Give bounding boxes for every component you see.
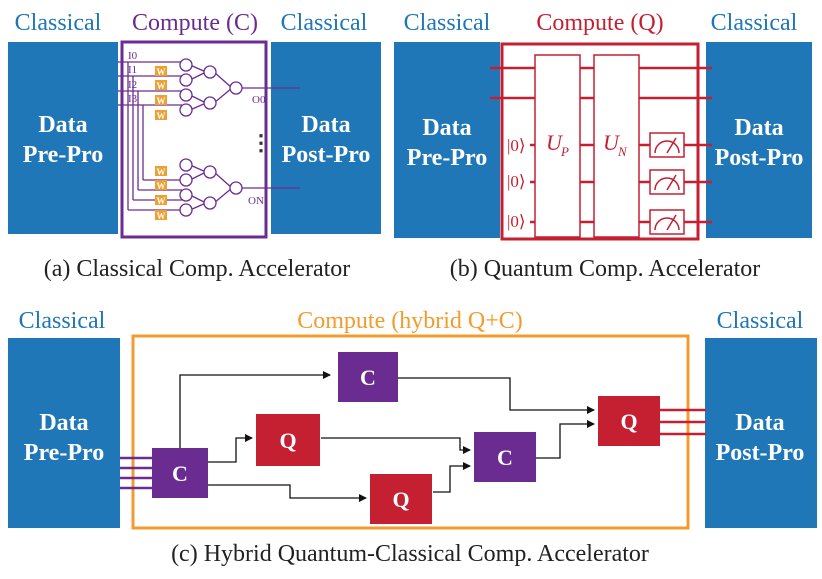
panel-a-postprocess-block [271, 42, 381, 234]
input-label-i2: I2 [128, 79, 137, 91]
input-label-i0: I0 [128, 50, 138, 62]
weight-box [155, 95, 167, 105]
gate-up [534, 54, 581, 238]
panel-c-post-line2: Post-Pro [716, 440, 805, 466]
output-label-on: ON [248, 195, 264, 207]
panel-c: Classical Compute (hybrid Q+C) Classical… [8, 308, 817, 567]
meter-icon [649, 169, 685, 195]
output-bundle [660, 408, 706, 436]
panel-c-postprocess-block [705, 338, 817, 528]
weight-label: W [157, 211, 166, 221]
weight-box [155, 180, 167, 190]
gate-un-subscript: N [617, 144, 628, 159]
q-node-lower-label: Q [392, 487, 409, 512]
weight-box [155, 210, 167, 220]
c-node-input [152, 448, 208, 498]
weight-box [155, 110, 167, 120]
output-label-o0: O0 [252, 94, 266, 106]
panel-c-preprocess-block [8, 338, 120, 528]
panel-a: Classical Compute (C) Classical Data Pre… [8, 10, 381, 282]
panel-a-right-header: Classical [281, 10, 368, 36]
panel-c-left-header: Classical [19, 308, 106, 334]
q-node-lower [370, 474, 432, 524]
input-label-i1: I1 [128, 64, 137, 76]
panel-b-caption: (b) Quantum Comp. Accelerator [450, 256, 761, 282]
panel-b: Classical Compute (Q) Classical Data Pre… [394, 10, 812, 282]
c-node-input-label: C [172, 461, 188, 486]
dataflow-arrows [179, 371, 595, 502]
c-node-top [338, 352, 398, 402]
ket-0-b: |0⟩ [507, 172, 526, 191]
panel-a-compute-header: Compute (C) [132, 10, 258, 36]
meter-icon [649, 132, 685, 158]
q-node-output-label: Q [620, 409, 637, 434]
panel-c-pre-line1: Data [39, 410, 88, 436]
measurement-icons [649, 132, 685, 235]
panel-a-post-line2: Post-Pro [282, 142, 371, 168]
weight-box [155, 80, 167, 90]
weight-box [155, 66, 167, 76]
panel-c-pre-line2: Pre-Pro [24, 440, 104, 466]
panel-b-postprocess-block [706, 42, 812, 238]
weight-label: W [157, 96, 166, 106]
panel-a-pre-line1: Data [38, 112, 87, 138]
q-node-output [598, 396, 660, 446]
panel-a-left-header: Classical [15, 10, 102, 36]
panel-c-post-line1: Data [735, 410, 784, 436]
panel-a-wiring [118, 61, 300, 211]
panel-c-compute-header: Compute (hybrid Q+C) [297, 308, 523, 334]
panel-b-compute-box [500, 42, 700, 241]
panel-b-compute-header: Compute (Q) [536, 10, 663, 36]
weight-box [155, 195, 167, 205]
panel-b-pre-line1: Data [422, 115, 471, 141]
panel-a-compute-box [120, 40, 268, 239]
ket-0-c: |0⟩ [507, 212, 526, 231]
weight-label: W [157, 196, 166, 206]
gate-up-label: U [546, 130, 564, 155]
q-node-middle [256, 414, 320, 466]
meter-icon [649, 209, 685, 235]
panel-a-caption: (a) Classical Comp. Accelerator [44, 256, 351, 282]
multiplier-nodes [179, 58, 243, 217]
panel-b-right-header: Classical [711, 10, 798, 36]
gate-un-label: U [603, 130, 621, 155]
panel-a-pre-line2: Pre-Pro [23, 142, 103, 168]
weight-label: W [157, 81, 166, 91]
panel-b-preprocess-block [394, 42, 500, 238]
panel-b-left-header: Classical [404, 10, 491, 36]
ellipsis: ⋮ [250, 130, 272, 155]
input-bundle [120, 456, 152, 490]
ket-0-a: |0⟩ [507, 136, 526, 155]
c-node-merge-label: C [497, 445, 513, 470]
panel-c-caption: (c) Hybrid Quantum-Classical Comp. Accel… [171, 541, 649, 567]
input-label-i3: I3 [128, 93, 138, 105]
gate-up-subscript: P [560, 144, 569, 159]
c-node-top-label: C [360, 365, 376, 390]
panel-a-preprocess-block [8, 42, 118, 234]
c-node-merge [474, 432, 536, 482]
weight-box [155, 166, 167, 176]
gate-un [593, 54, 640, 238]
panel-b-post-line2: Post-Pro [715, 145, 804, 171]
weight-label: W [157, 67, 166, 77]
weight-label: W [157, 167, 166, 177]
panel-b-post-line1: Data [734, 115, 783, 141]
panel-c-compute-box [131, 334, 690, 530]
panel-b-pre-line2: Pre-Pro [407, 145, 487, 171]
weight-label: W [157, 181, 166, 191]
q-node-middle-label: Q [279, 428, 296, 453]
panel-a-post-line1: Data [301, 112, 350, 138]
panel-c-right-header: Classical [717, 308, 804, 334]
weight-label: W [157, 111, 166, 121]
